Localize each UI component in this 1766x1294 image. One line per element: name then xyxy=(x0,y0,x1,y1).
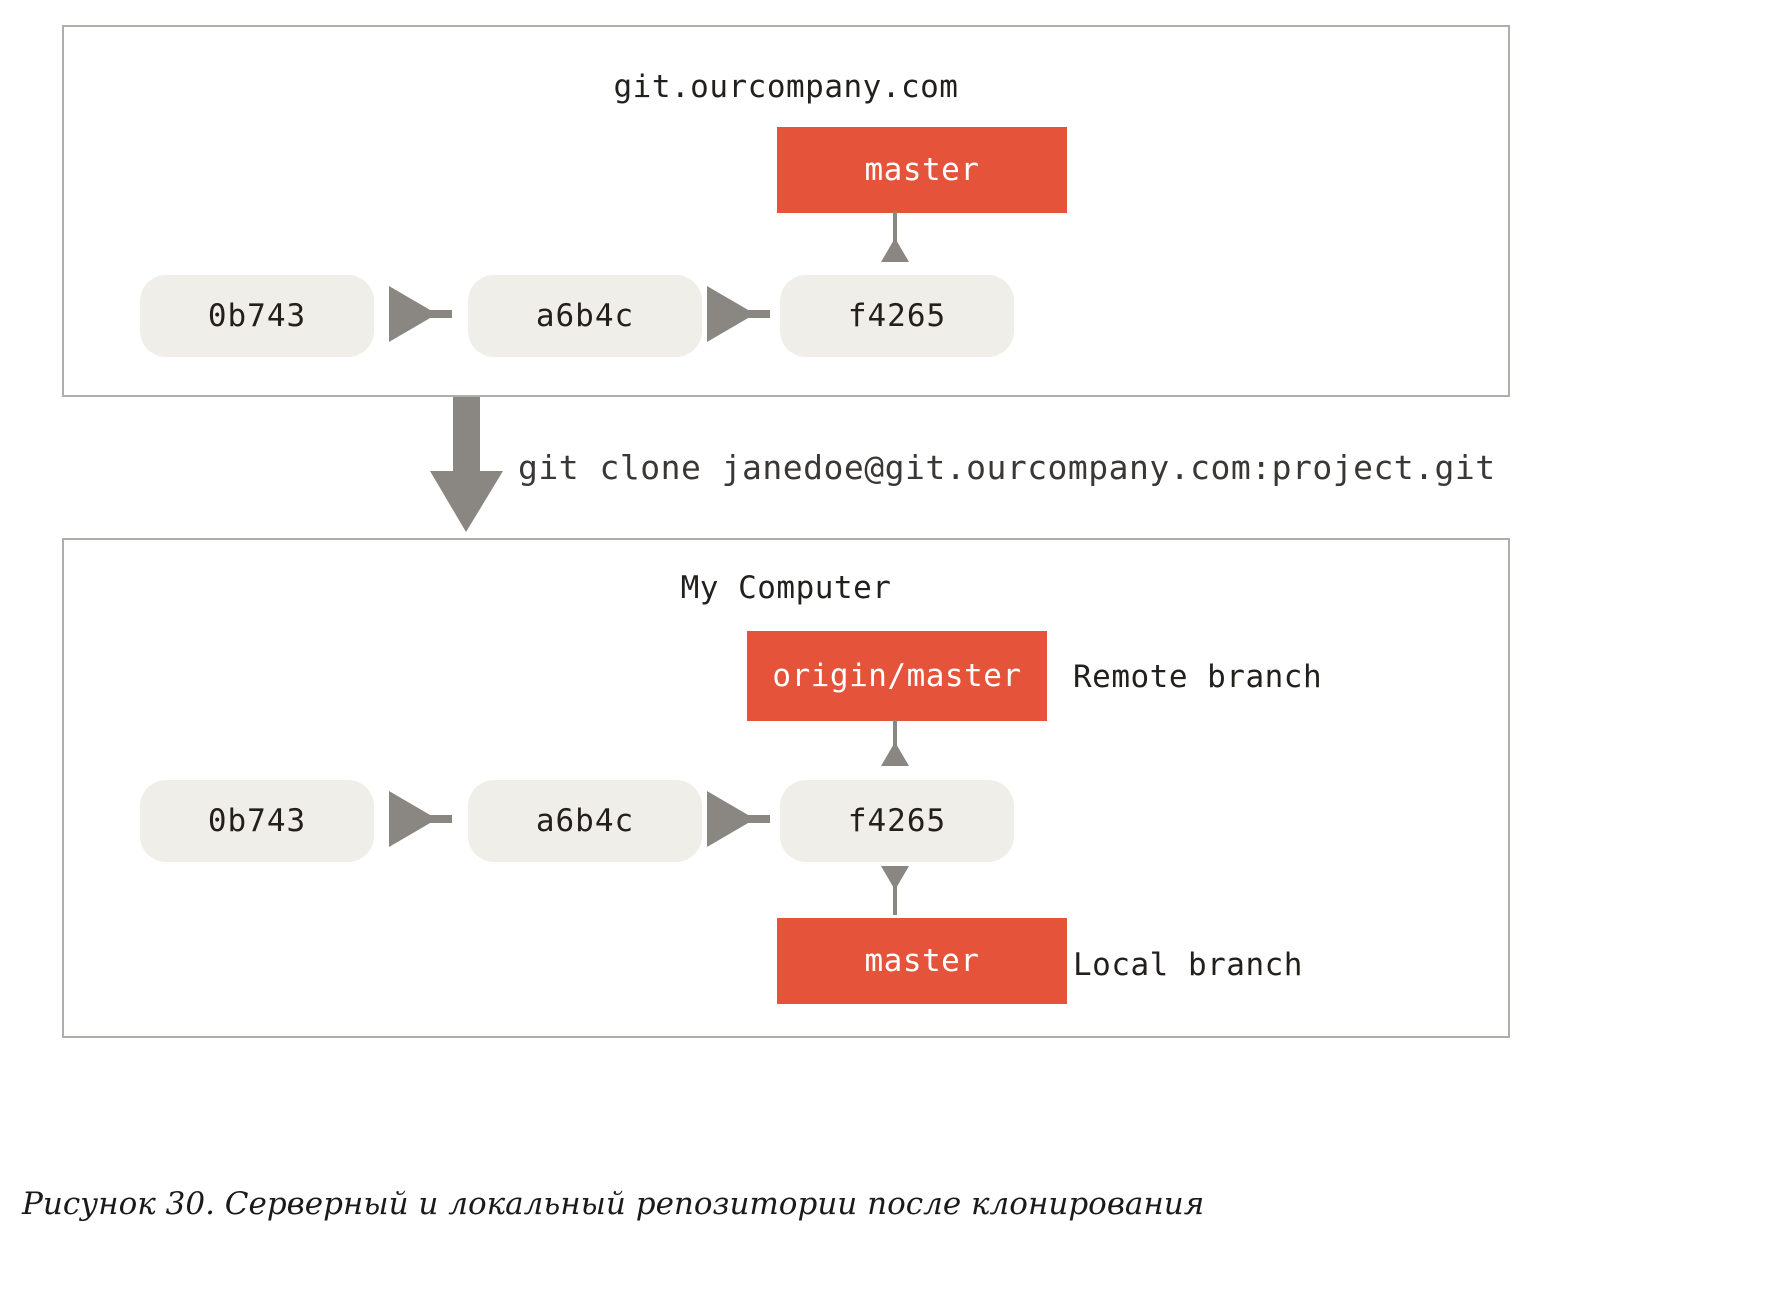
local-commit-f4265[interactable]: f4265 xyxy=(780,780,1014,862)
git-clone-command: git clone janedoe@git.ourcompany.com:pro… xyxy=(518,448,1496,487)
server-panel-title: git.ourcompany.com xyxy=(613,69,959,105)
remote-branch-annotation: Remote branch xyxy=(1073,659,1323,695)
local-branch-origin-master[interactable]: origin/master xyxy=(747,631,1047,721)
server-commit-f4265-hash: f4265 xyxy=(847,298,947,334)
server-commit-f4265[interactable]: f4265 xyxy=(780,275,1014,357)
server-commit-a6b4c[interactable]: a6b4c xyxy=(468,275,702,357)
local-commit-a6b4c[interactable]: a6b4c xyxy=(468,780,702,862)
local-commit-0b743[interactable]: 0b743 xyxy=(140,780,374,862)
git-clone-arrow xyxy=(430,397,503,532)
server-commit-0b743[interactable]: 0b743 xyxy=(140,275,374,357)
server-branch-master[interactable]: master xyxy=(777,127,1067,213)
figure-caption: Рисунок 30. Серверный и локальный репози… xyxy=(22,1186,1205,1222)
local-commit-a6b4c-hash: a6b4c xyxy=(535,803,635,839)
server-commit-a6b4c-hash: a6b4c xyxy=(535,298,635,334)
local-branch-annotation: Local branch xyxy=(1073,947,1303,983)
server-branch-master-label: master xyxy=(864,152,980,188)
local-commit-0b743-hash: 0b743 xyxy=(207,803,307,839)
server-repository-panel: git.ourcompany.com master 0b743 a6b4c f4… xyxy=(62,25,1510,397)
local-repository-panel: My Computer origin/master Remote branch … xyxy=(62,538,1510,1038)
local-branch-origin-master-label: origin/master xyxy=(772,658,1022,694)
computer-panel-title: My Computer xyxy=(680,570,892,606)
local-commit-f4265-hash: f4265 xyxy=(847,803,947,839)
server-commit-0b743-hash: 0b743 xyxy=(207,298,307,334)
local-branch-master-label: master xyxy=(864,943,980,979)
local-branch-master[interactable]: master xyxy=(777,918,1067,1004)
